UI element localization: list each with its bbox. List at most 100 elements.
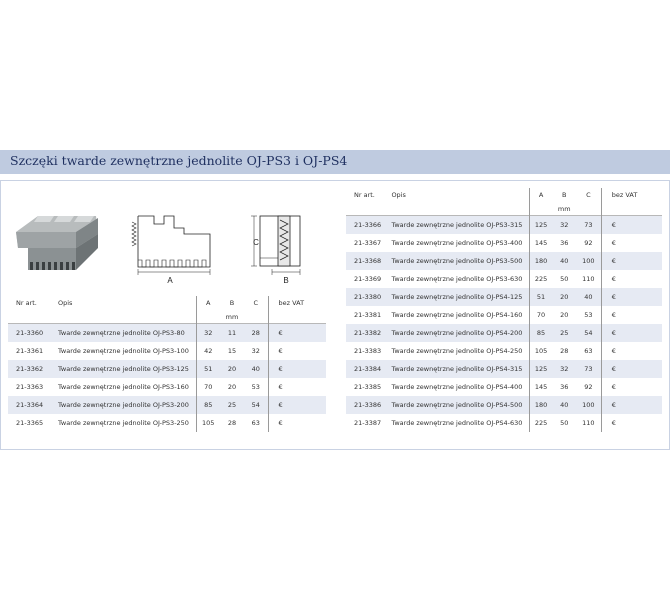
dim-c-value: 53 [584, 311, 593, 319]
table-row: 21-3363 Twarde zewnętrzne jednolite OJ-PS… [8, 378, 326, 396]
side-view-drawing [131, 215, 211, 275]
price-value: € [600, 270, 662, 288]
dim-b-value: 11 [220, 323, 244, 342]
dim-c-value: 100 [575, 396, 602, 414]
dim-c-value: 28 [244, 323, 268, 342]
item-number: 21-3382 [346, 324, 392, 342]
dim-a-value: 70 [528, 306, 553, 324]
dim-b-value: 20 [560, 311, 569, 319]
item-number: 21-3384 [346, 360, 392, 378]
table-row: 21-3365 Twarde zewnętrzne jednolite OJ-PS… [8, 414, 326, 432]
price-value: € [600, 396, 662, 414]
dimension-b-label: B [283, 276, 288, 285]
dim-a-value: 51 [195, 360, 220, 378]
item-description: Twarde zewnętrzne jednolite OJ-PS4-630 [391, 419, 523, 427]
dim-b-value: 20 [227, 383, 237, 391]
item-number: 21-3365 [16, 419, 44, 427]
dim-a-value: 180 [528, 396, 553, 414]
unit-label: mm [225, 312, 239, 321]
item-description: Twarde zewnętrzne jednolite OJ-PS3-125 [58, 360, 196, 378]
header-nr: Nr art. [16, 299, 37, 307]
table-row: 21-3385 Twarde zewnętrzne jednolite OJ-PS… [346, 378, 662, 396]
price-value: € [600, 215, 662, 234]
dim-c-value: 63 [584, 347, 593, 355]
product-figures: A C B [16, 215, 301, 285]
header-a: A [195, 296, 220, 310]
item-number: 21-3360 [8, 323, 58, 342]
header-nr: Nr art. [354, 191, 375, 199]
header-opis: Opis [58, 299, 73, 307]
table-row: 21-3381 Twarde zewnętrzne jednolite OJ-PS… [346, 306, 662, 324]
item-number: 21-3385 [354, 383, 382, 391]
dimension-c-label: C [253, 238, 259, 247]
dim-a-value: 145 [528, 234, 553, 252]
item-description: Twarde zewnętrzne jednolite OJ-PS4-160 [391, 311, 523, 319]
item-description: Twarde zewnętrzne jednolite OJ-PS3-250 [58, 419, 189, 427]
dim-b-value: 32 [552, 215, 576, 234]
header-price: bez VAT [267, 296, 326, 310]
page-title: Szczęki twarde zewnętrzne jednolite OJ-P… [10, 153, 348, 168]
item-number: 21-3380 [346, 288, 392, 306]
item-description: Twarde zewnętrzne jednolite OJ-PS4-400 [391, 383, 523, 391]
dim-a-value: 180 [528, 252, 553, 270]
dim-a-value: 105 [195, 414, 220, 432]
dim-c-value: 32 [251, 347, 260, 355]
item-number: 21-3364 [8, 396, 58, 414]
header-c: C [586, 191, 591, 199]
dim-a-value: 70 [195, 378, 220, 396]
dim-b-value: 28 [560, 347, 569, 355]
price-value: € [600, 306, 662, 324]
item-description: Twarde zewnętrzne jednolite OJ-PS3-500 [391, 252, 530, 270]
header-opis: Opis [391, 191, 406, 199]
dim-c-value: 40 [575, 288, 602, 306]
dim-b-value: 25 [552, 324, 576, 342]
item-number: 21-3381 [354, 311, 382, 319]
item-description: Twarde zewnętrzne jednolite OJ-PS4-315 [391, 360, 530, 378]
header-c: C [253, 299, 259, 307]
price-value: € [600, 324, 662, 342]
header-b: B [229, 299, 235, 307]
dim-b-value: 32 [552, 360, 576, 378]
dim-b-value: 40 [552, 252, 576, 270]
item-number: 21-3363 [16, 383, 44, 391]
item-description: Twarde zewnętrzne jednolite OJ-PS3-160 [58, 383, 189, 391]
dim-b-value: 28 [227, 419, 237, 427]
item-number: 21-3383 [354, 347, 382, 355]
dim-a-value: 32 [195, 323, 220, 342]
item-description: Twarde zewnętrzne jednolite OJ-PS4-125 [391, 288, 530, 306]
dim-b-value: 15 [227, 347, 237, 355]
unit-label: mm [557, 204, 571, 213]
dim-b-value: 50 [560, 419, 569, 427]
item-description: Twarde zewnętrzne jednolite OJ-PS3-400 [391, 239, 523, 247]
dim-c-value: 92 [584, 239, 593, 247]
header-price: bez VAT [600, 188, 662, 202]
item-description: Twarde zewnętrzne jednolite OJ-PS3-630 [391, 275, 523, 283]
dim-b-value: 40 [552, 396, 576, 414]
dim-a-value: 105 [528, 342, 553, 360]
item-description: Twarde zewnętrzne jednolite OJ-PS4-500 [391, 396, 530, 414]
price-value: € [600, 360, 662, 378]
dim-c-value: 40 [244, 360, 268, 378]
dim-a-value: 125 [528, 215, 553, 234]
dim-c-value: 100 [575, 252, 602, 270]
header-b: B [562, 191, 567, 199]
dimension-a-label: A [167, 276, 173, 285]
price-value: € [600, 378, 662, 396]
dim-c-value: 110 [582, 275, 595, 283]
price-value: € [600, 234, 662, 252]
dim-a-value: 145 [528, 378, 553, 396]
item-number: 21-3386 [346, 396, 392, 414]
dim-a-value: 42 [195, 342, 220, 360]
price-value: € [600, 414, 662, 432]
dim-b-value: 25 [220, 396, 244, 414]
